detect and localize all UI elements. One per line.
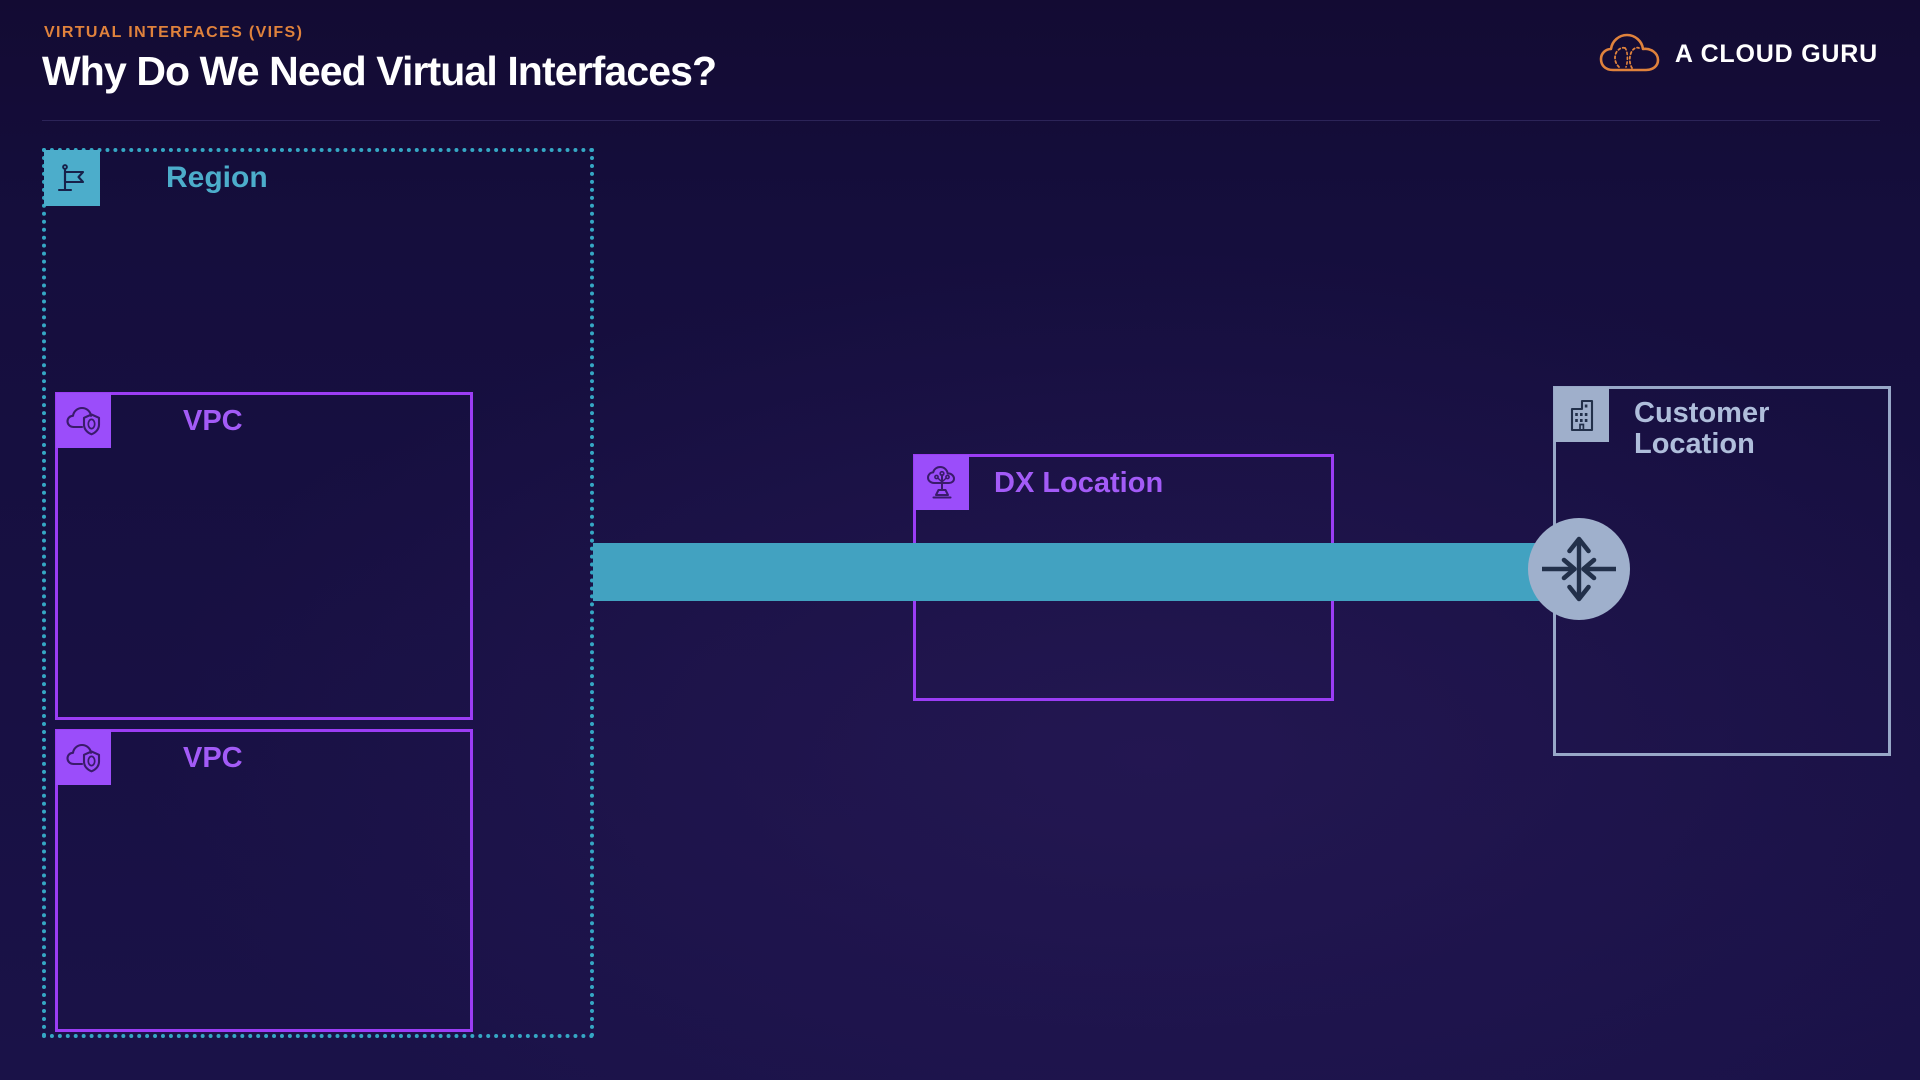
router-icon[interactable] <box>1528 518 1630 620</box>
direct-connect-link <box>593 543 1583 601</box>
slide-header: VIRTUAL INTERFACES (VIFS) Why Do We Need… <box>0 0 1920 121</box>
vpc-1-border <box>55 392 473 720</box>
header-divider <box>42 120 1880 121</box>
eyebrow-label: VIRTUAL INTERFACES (VIFS) <box>44 24 304 41</box>
customer-location-box[interactable]: Customer Location <box>1553 386 1891 756</box>
page-title: Why Do We Need Virtual Interfaces? <box>42 48 717 94</box>
cloud-tower-icon <box>914 455 969 510</box>
region-border <box>42 148 594 1038</box>
flag-icon <box>44 150 100 206</box>
building-icon <box>1554 387 1609 442</box>
brand-name: A CLOUD GURU <box>1674 39 1878 68</box>
cloud-shield-icon <box>56 393 111 448</box>
vpc-2-border <box>55 729 473 1032</box>
brand-logo: A CLOUD GURU <box>1599 32 1878 76</box>
region-box[interactable]: Region <box>42 148 594 1038</box>
vpc-2-label: VPC <box>183 742 243 774</box>
vpc-box-2[interactable]: VPC <box>55 729 473 1032</box>
cloud-shield-icon <box>56 730 111 785</box>
vpc-box-1[interactable]: VPC <box>55 392 473 720</box>
region-label: Region <box>166 161 268 195</box>
customer-location-label: Customer Location <box>1634 397 1770 460</box>
cloud-outline-icon <box>1599 33 1660 72</box>
vpc-1-label: VPC <box>183 405 243 437</box>
dx-location-label: DX Location <box>994 467 1164 499</box>
dx-location-box[interactable]: DX Location <box>913 454 1334 701</box>
